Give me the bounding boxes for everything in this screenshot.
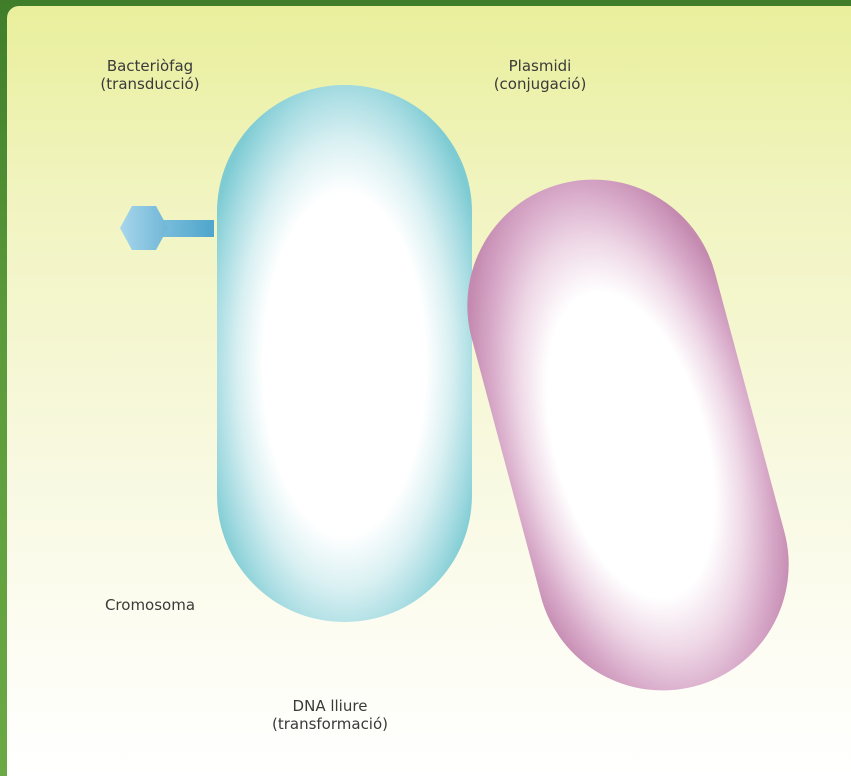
- label-free-dna-line2: (transformació): [245, 715, 415, 733]
- label-chromosome: Cromosoma: [80, 596, 220, 614]
- bacterium-plasmid-cell: [439, 151, 817, 719]
- bacterium-chromosome-cell: [217, 85, 472, 622]
- label-free-dna-line1: DNA lliure: [245, 697, 415, 715]
- bacteriophage: [120, 206, 214, 250]
- label-bacteriophage-line1: Bacteriòfag: [80, 57, 220, 75]
- label-free-dna: DNA lliure (transformació): [245, 697, 415, 733]
- phage-head-icon: [120, 206, 168, 250]
- label-plasmid: Plasmidi (conjugació): [470, 57, 610, 93]
- label-plasmid-line1: Plasmidi: [470, 57, 610, 75]
- label-chromosome-line1: Cromosoma: [80, 596, 220, 614]
- label-bacteriophage: Bacteriòfag (transducció): [80, 57, 220, 93]
- label-plasmid-line2: (conjugació): [470, 75, 610, 93]
- label-bacteriophage-line2: (transducció): [80, 75, 220, 93]
